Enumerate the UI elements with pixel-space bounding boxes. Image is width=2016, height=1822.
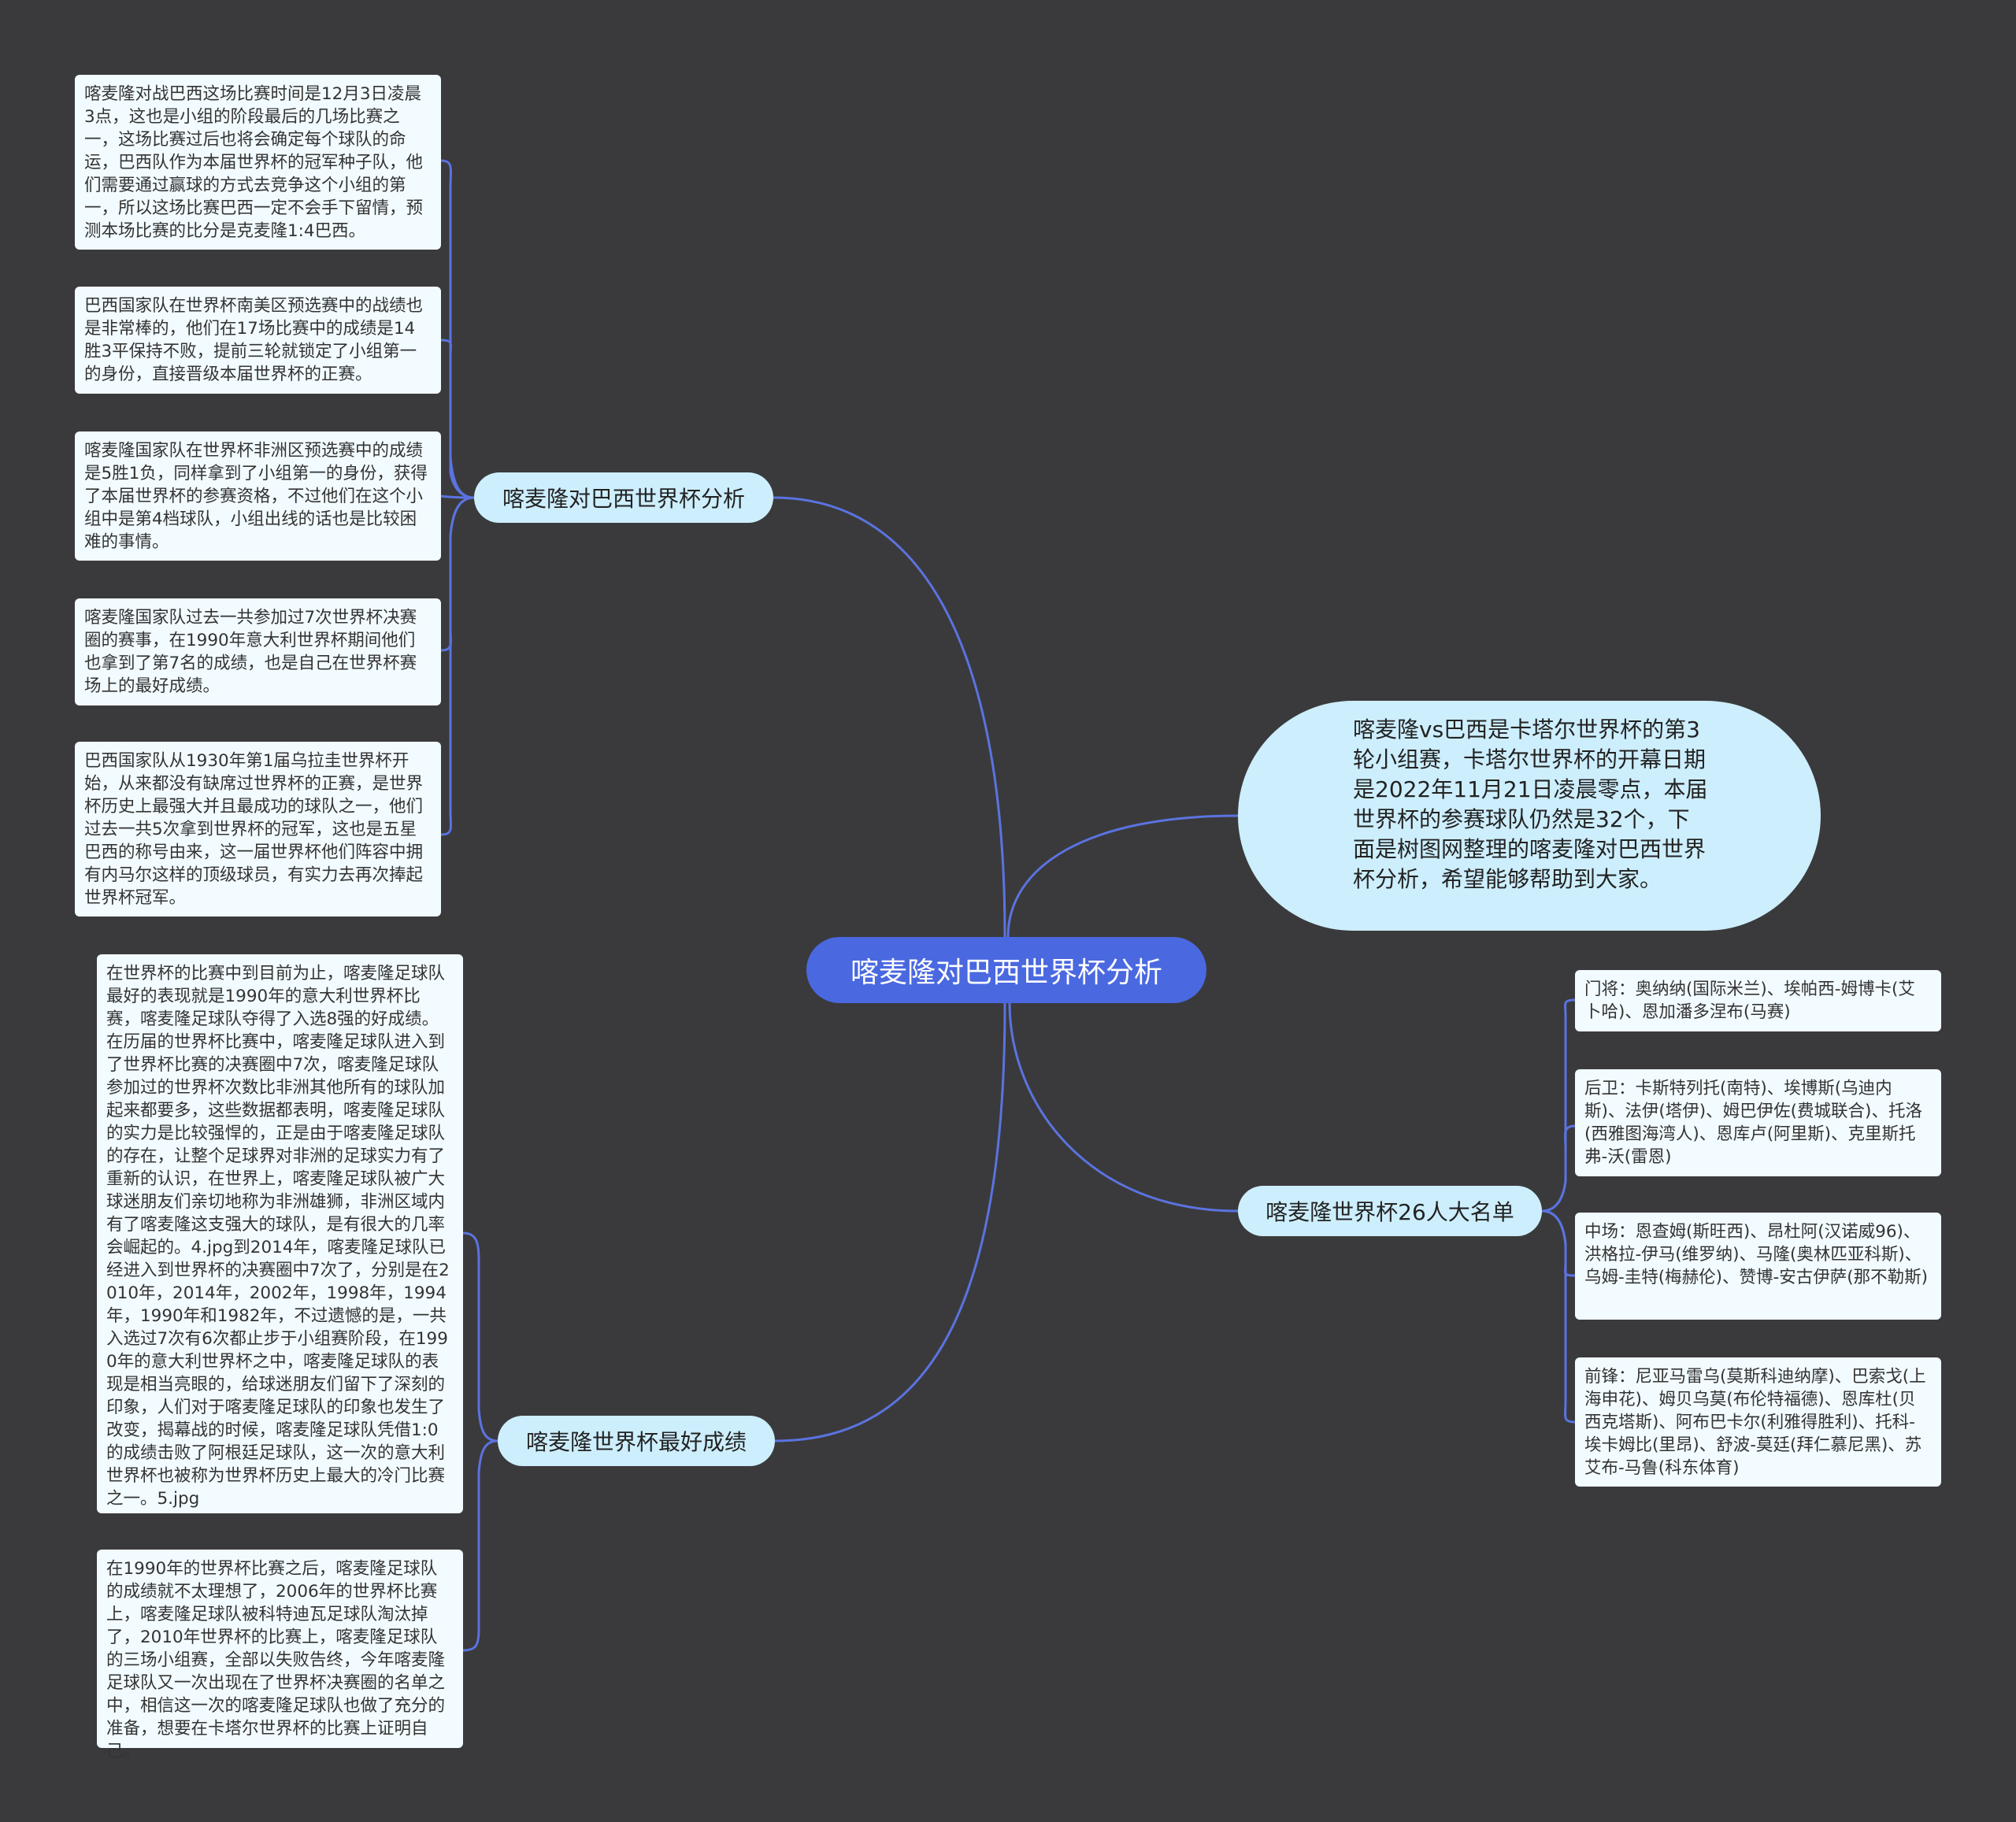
link-root-analysis <box>773 496 1006 938</box>
branch-analysis[interactable]: 喀麦隆对巴西世界杯分析 <box>474 472 773 523</box>
squad-goalkeepers[interactable]: 门将：奥纳纳(国际米兰)、埃帕西-姆博卡(艾卜哈)、恩加潘多涅布(马赛) <box>1575 970 1941 1031</box>
link-squad-item-4 <box>1541 1209 1576 1424</box>
link-analysis-item-2 <box>440 339 475 499</box>
squad-defenders[interactable]: 后卫：卡斯特列托(南特)、埃博斯(乌迪内斯)、法伊(塔伊)、姆巴伊佐(费城联合)… <box>1575 1069 1941 1176</box>
best-record-item-1[interactable]: 在世界杯的比赛中到目前为止，喀麦隆足球队最好的表现就是1990年的意大利世界杯比… <box>97 954 463 1513</box>
analysis-item-5[interactable]: 巴西国家队从1930年第1届乌拉圭世界杯开始，从来都没有缺席过世界杯的正赛，是世… <box>75 742 441 917</box>
link-analysis-item-5 <box>440 496 475 836</box>
link-root-intro <box>1006 814 1239 938</box>
link-root-squad <box>1008 1002 1239 1213</box>
link-best-item-1 <box>462 1231 498 1442</box>
analysis-item-4[interactable]: 喀麦隆国家队过去一共参加过7次世界杯决赛圈的赛事，在1990年意大利世界杯期间他… <box>75 598 441 705</box>
branch-best-record[interactable]: 喀麦隆世界杯最好成绩 <box>498 1416 775 1466</box>
link-squad-item-1 <box>1541 998 1576 1213</box>
link-best-item-2 <box>462 1439 498 1652</box>
link-root-best <box>774 1002 1006 1442</box>
analysis-item-2[interactable]: 巴西国家队在世界杯南美区预选赛中的战绩也是非常棒的，他们在17场比赛中的成绩是1… <box>75 287 441 394</box>
link-squad-item-2 <box>1541 1124 1576 1213</box>
analysis-item-1[interactable]: 喀麦隆对战巴西这场比赛时间是12月3日凌晨3点，这也是小组的阶段最后的几场比赛之… <box>75 75 441 250</box>
analysis-item-3[interactable]: 喀麦隆国家队在世界杯非洲区预选赛中的成绩是5胜1负，同样拿到了小组第一的身份，获… <box>75 431 441 561</box>
best-record-item-2[interactable]: 在1990年的世界杯比赛之后，喀麦隆足球队的成绩就不太理想了，2006年的世界杯… <box>97 1550 463 1761</box>
squad-midfielders[interactable]: 中场：恩查姆(斯旺西)、昂杜阿(汉诺威96)、洪格拉-伊马(维罗纳)、马隆(奥林… <box>1575 1213 1941 1320</box>
branch-squad[interactable]: 喀麦隆世界杯26人大名单 <box>1238 1186 1542 1236</box>
link-analysis-item-1 <box>440 159 475 499</box>
intro-node[interactable]: 喀麦隆vs巴西是卡塔尔世界杯的第3轮小组赛，卡塔尔世界杯的开幕日期是2022年1… <box>1238 701 1821 931</box>
root-topic[interactable]: 喀麦隆对巴西世界杯分析 <box>806 937 1206 1003</box>
link-analysis-item-4 <box>440 496 475 652</box>
squad-forwards[interactable]: 前锋：尼亚马雷乌(莫斯科迪纳摩)、巴索戈(上海申花)、姆贝乌莫(布伦特福德)、恩… <box>1575 1357 1941 1487</box>
